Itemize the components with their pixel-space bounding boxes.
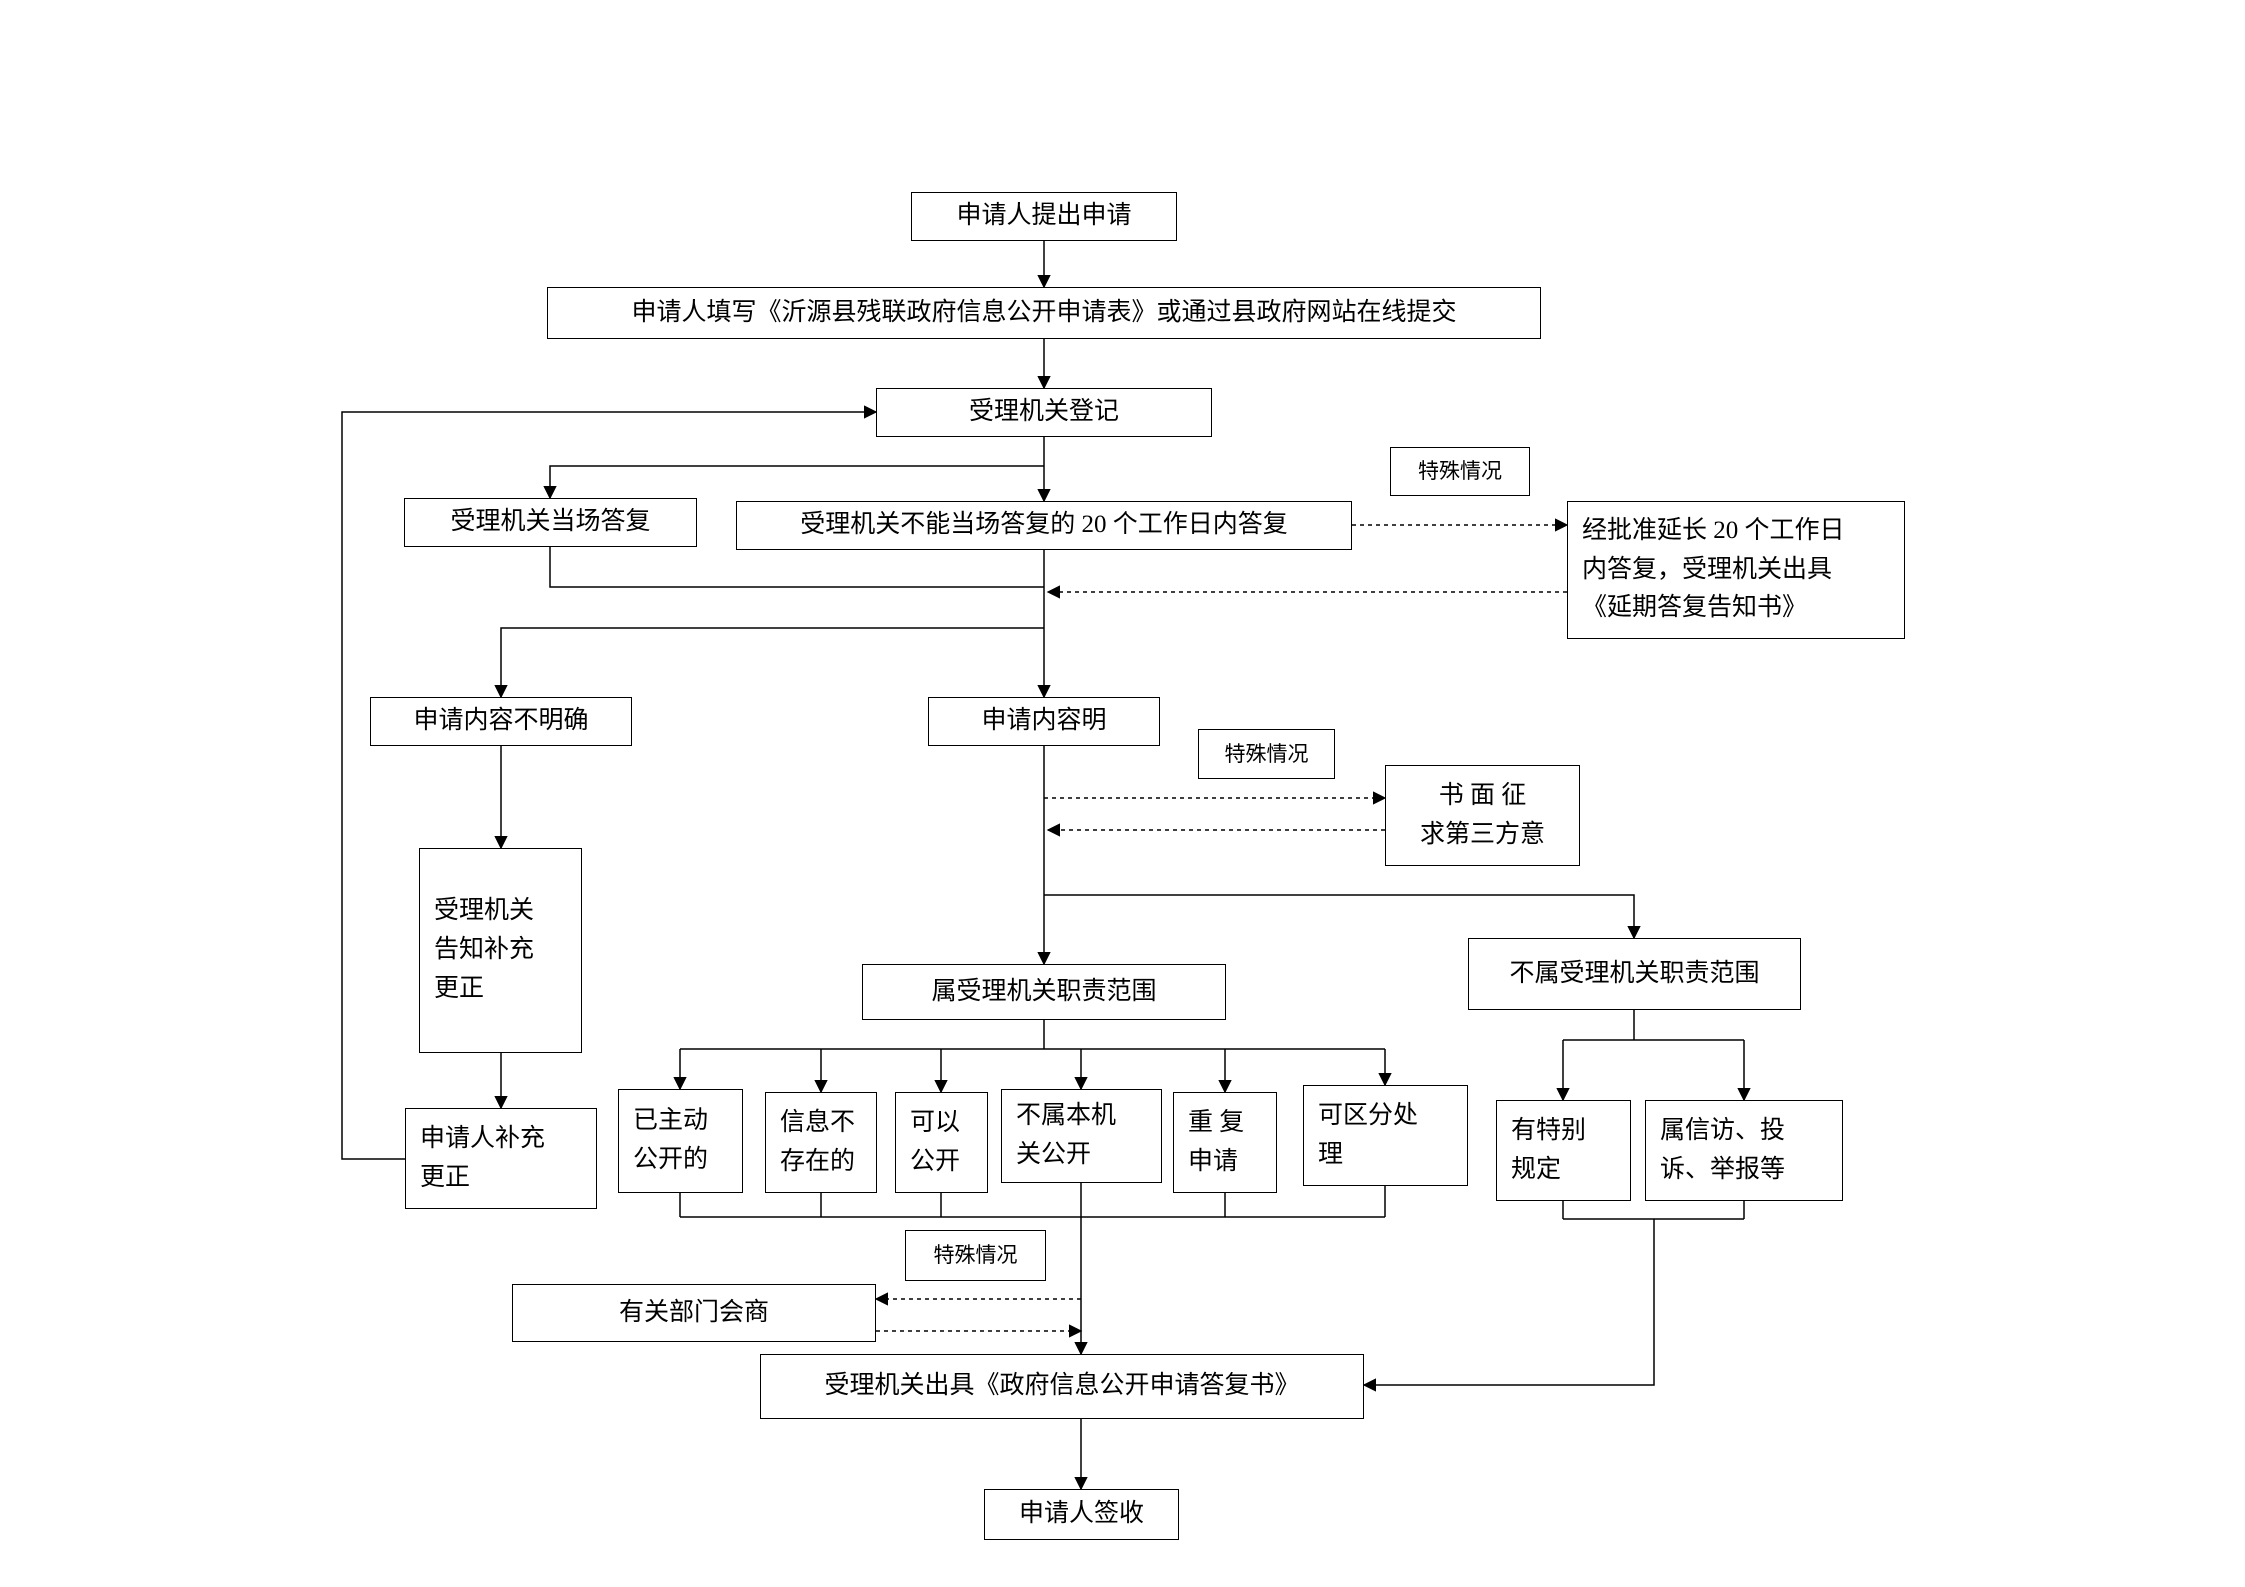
node-applicant-sign-receive: 申请人签收 bbox=[984, 1489, 1179, 1540]
node-repeated-request: 重 复 申请 bbox=[1173, 1092, 1277, 1193]
node-can-be-public: 可以 公开 bbox=[895, 1092, 988, 1193]
node-within-agency-scope: 属受理机关职责范围 bbox=[862, 964, 1226, 1020]
node-not-this-agency: 不属本机 关公开 bbox=[1001, 1089, 1162, 1183]
node-applicant-supplement-correct: 申请人补充 更正 bbox=[405, 1108, 597, 1209]
node-notify-supplement-correct: 受理机关 告知补充 更正 bbox=[419, 848, 582, 1053]
node-reply-within-20-days: 受理机关不能当场答复的 20 个工作日内答复 bbox=[736, 501, 1352, 550]
node-content-unclear: 申请内容不明确 bbox=[370, 697, 632, 746]
label-special-case-3: 特殊情况 bbox=[905, 1230, 1046, 1281]
node-outside-agency-scope: 不属受理机关职责范围 bbox=[1468, 938, 1801, 1010]
node-onspot-reply: 受理机关当场答复 bbox=[404, 498, 697, 547]
label-special-case-1: 特殊情况 bbox=[1390, 447, 1530, 496]
node-department-consultation: 有关部门会商 bbox=[512, 1284, 876, 1342]
node-petition-complaint-report: 属信访、投 诉、举报等 bbox=[1645, 1100, 1843, 1201]
node-issue-reply-document: 受理机关出具《政府信息公开申请答复书》 bbox=[760, 1354, 1364, 1419]
node-applicant-submit: 申请人提出申请 bbox=[911, 192, 1177, 241]
node-agency-register: 受理机关登记 bbox=[876, 388, 1212, 437]
node-written-third-party-opinion: 书 面 征 求第三方意 bbox=[1385, 765, 1580, 866]
node-content-clear: 申请内容明 bbox=[928, 697, 1160, 746]
node-extended-reply-notice: 经批准延长 20 个工作日 内答复，受理机关出具 《延期答复告知书》 bbox=[1567, 501, 1905, 639]
node-separable-handling: 可区分处 理 bbox=[1303, 1085, 1468, 1186]
node-already-public: 已主动 公开的 bbox=[618, 1089, 743, 1193]
node-special-provisions: 有特别 规定 bbox=[1496, 1100, 1631, 1201]
node-info-not-exist: 信息不 存在的 bbox=[765, 1092, 877, 1193]
node-fill-application-form: 申请人填写《沂源县残联政府信息公开申请表》或通过县政府网站在线提交 bbox=[547, 287, 1541, 339]
label-special-case-2: 特殊情况 bbox=[1198, 729, 1335, 779]
